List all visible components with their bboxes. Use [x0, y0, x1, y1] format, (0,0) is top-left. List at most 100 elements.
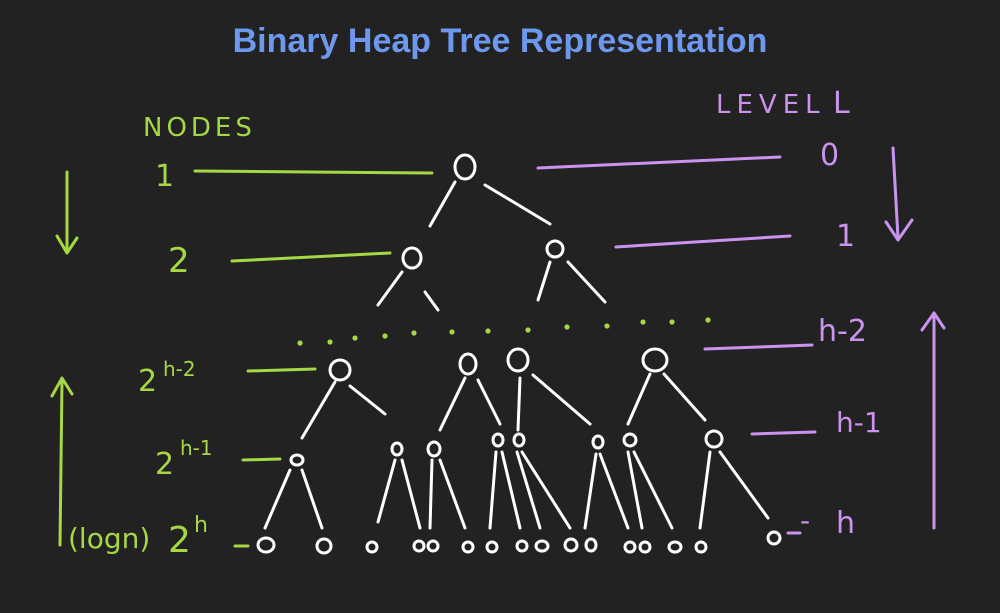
ellipsis-dot — [604, 323, 610, 329]
tree-node — [390, 441, 404, 457]
tree-edge — [515, 450, 542, 530]
tree-edge — [428, 180, 457, 228]
level-label-0: 0 — [820, 138, 839, 173]
tree-node — [515, 539, 529, 553]
nodes-label-level-h-2-exp: h-2 — [163, 357, 196, 381]
tree-edge — [566, 260, 607, 304]
tree-edge — [718, 450, 770, 520]
ellipsis-dots — [297, 317, 711, 346]
tree-nodes — [256, 153, 782, 555]
level-guide-line — [536, 155, 782, 170]
tree-edge — [376, 270, 404, 307]
tree-edge — [348, 384, 387, 416]
tree-edges — [263, 180, 770, 530]
guide-lines — [193, 155, 817, 548]
ellipsis-dot — [640, 319, 646, 325]
tree-edge — [423, 290, 440, 312]
tree-edge — [500, 450, 522, 530]
tree-node — [453, 153, 477, 181]
tree-edge — [483, 183, 552, 226]
tree-edge — [476, 378, 502, 426]
tree-node — [704, 429, 724, 449]
ellipsis-dot — [297, 340, 303, 346]
nodes-label-level-0: 1 — [155, 159, 174, 194]
tree-edge — [300, 380, 337, 440]
tree-edge — [428, 458, 434, 530]
tree-node — [401, 246, 423, 270]
nodes-header: NODES — [143, 113, 256, 143]
tree-edge — [263, 468, 292, 530]
down-arrow-icon — [884, 146, 914, 242]
ellipsis-dot — [411, 330, 417, 336]
nodes-label-level-h-1-exp: h-1 — [180, 436, 213, 460]
tree-edge — [376, 458, 397, 524]
tree-node — [641, 347, 669, 373]
ellipsis-dot — [525, 327, 531, 333]
nodes-label-level-h-prefix: (logn) — [68, 522, 150, 555]
tree-edge — [626, 450, 644, 530]
ellipsis-dot — [382, 333, 388, 339]
tree-node — [623, 540, 637, 554]
ellipsis-dot — [564, 324, 570, 330]
tree-node — [426, 440, 442, 458]
tree-node — [534, 539, 550, 553]
ellipsis-dot — [327, 339, 333, 345]
tree-edge — [516, 376, 522, 432]
tree-node — [315, 537, 333, 555]
tree-edge — [488, 450, 498, 530]
tree-edge — [583, 452, 598, 530]
tree-edge — [438, 376, 467, 432]
page-title: Binary Heap Tree Representation — [232, 22, 768, 60]
tree-node — [506, 347, 530, 373]
tree-node — [491, 432, 505, 448]
tree-node — [667, 540, 683, 554]
tree-edge — [626, 372, 652, 426]
tree-node — [766, 530, 782, 546]
tree-edge — [400, 458, 422, 530]
ellipsis-dot — [705, 317, 711, 323]
tree-edge — [536, 260, 552, 302]
tree-edge — [698, 450, 712, 530]
level-guide-line — [703, 343, 814, 351]
ellipsis-dot — [352, 335, 358, 341]
up-arrow-icon — [50, 376, 74, 547]
nodes-guide-line — [230, 251, 392, 263]
level-label-h-2: h-2 — [818, 314, 867, 349]
level-header: LEVEL — [716, 90, 826, 120]
tree-edge — [662, 372, 707, 422]
tree-edge — [520, 450, 572, 530]
tree-node — [461, 540, 475, 554]
nodes-label-level-1: 2 — [168, 241, 190, 281]
nodes-label-level-h-base: 2 — [168, 520, 191, 561]
tree-edge — [531, 373, 592, 426]
ellipsis-dot — [485, 328, 491, 334]
down-arrow-icon — [55, 170, 79, 255]
nodes-guide-line — [193, 169, 434, 175]
tree-edge — [632, 450, 674, 530]
tree-node — [412, 539, 426, 553]
arrows — [50, 146, 946, 547]
tree-edge — [438, 458, 467, 530]
up-arrow-icon — [920, 311, 946, 530]
tree-node — [256, 536, 276, 554]
level-label-1: 1 — [836, 219, 855, 254]
ellipsis-dot — [669, 319, 675, 325]
tree-node — [563, 537, 579, 553]
tree-node — [328, 358, 352, 382]
level-guide-line — [614, 234, 792, 249]
tree-node — [485, 540, 499, 554]
tree-node — [458, 352, 478, 376]
level-header-l: L — [833, 86, 850, 121]
tree-node — [591, 434, 605, 450]
level-guide-line — [750, 430, 817, 436]
level-label-h: h — [836, 506, 855, 541]
nodes-label-level-h-1-base: 2 — [155, 447, 174, 482]
level-label-h-dash: - — [800, 504, 810, 537]
tree-node — [512, 432, 526, 448]
level-label-h-1: h-1 — [836, 406, 882, 439]
tree-node — [694, 540, 708, 554]
tree-node — [584, 537, 598, 553]
ellipsis-dot — [449, 329, 455, 335]
nodes-label-level-h-exp: h — [194, 513, 208, 538]
